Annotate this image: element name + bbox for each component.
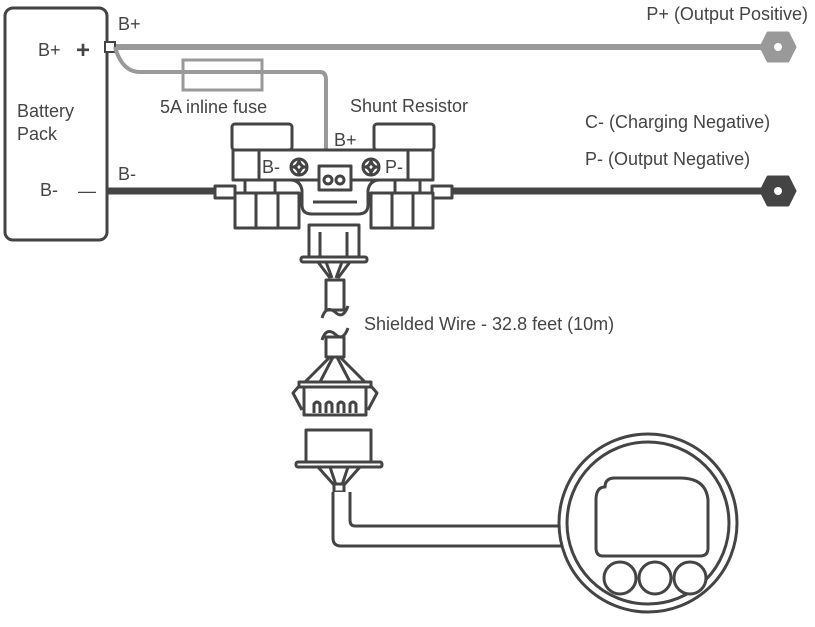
battery-label-2: Pack (17, 124, 58, 144)
shunt-title: Shunt Resistor (350, 96, 468, 116)
screw-icon (361, 157, 381, 177)
c-minus-label: C- (Charging Negative) (585, 112, 770, 132)
fuse-wire: 5A inline fuse (113, 46, 328, 172)
battery-label-1: Battery (17, 101, 74, 121)
p-minus-label: P- (Output Negative) (585, 149, 750, 169)
cable-plug (291, 380, 379, 417)
meter-socket (294, 428, 384, 494)
fuse-label: 5A inline fuse (160, 97, 267, 117)
bminus-wire-label: B- (118, 164, 136, 184)
screw-icon (289, 157, 309, 177)
meter-button-3[interactable] (672, 560, 708, 596)
shielded-wire: Shielded Wire - 32.8 feet (10m) (303, 278, 614, 384)
p-plus-label: P+ (Output Positive) (646, 4, 808, 24)
p-plus-terminal (759, 31, 797, 63)
shunt-bplus-label: B+ (334, 130, 357, 150)
inline-fuse (181, 58, 264, 92)
battery-neg-sign: — (78, 181, 96, 201)
battery-monitor-meter (557, 432, 739, 614)
meter-button-2[interactable] (637, 560, 673, 596)
shunt-connector (299, 223, 369, 279)
battery-pos-label: B+ (38, 40, 61, 60)
bplus-wire-label: B+ (118, 14, 141, 34)
bplus-wire: B+ (104, 14, 770, 53)
meter-display (594, 476, 710, 558)
meter-cable (331, 492, 567, 548)
shunt-pminus-label: P- (385, 157, 403, 177)
bminus-wire: B- (107, 164, 770, 195)
battery-pos-sign: + (76, 37, 90, 64)
battery-pack: B+ + Battery Pack B- — (3, 6, 109, 242)
battery-neg-label: B- (40, 180, 58, 200)
shunt-resistor: Shunt Resistor B+ B- P- (213, 96, 468, 230)
shunt-bminus-label: B- (262, 157, 280, 177)
meter-button-1[interactable] (602, 560, 638, 596)
p-minus-terminal (759, 175, 797, 207)
shielded-wire-label: Shielded Wire - 32.8 feet (10m) (364, 314, 614, 334)
